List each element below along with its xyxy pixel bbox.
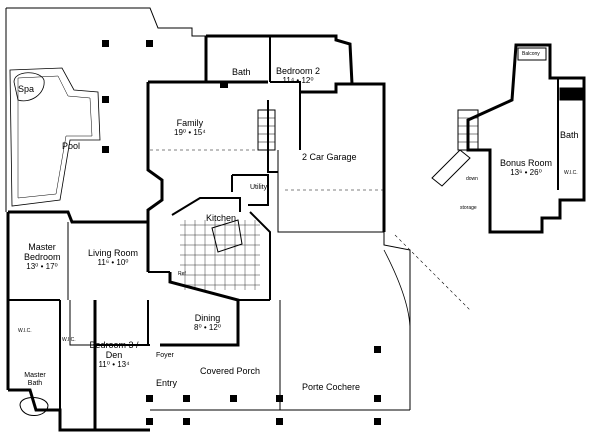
living-room: Living Room 11⁶ • 10⁰ [88,248,138,268]
dining-label: Dining [194,313,221,323]
entry-label: Entry [156,378,178,388]
family-dimensions: 19⁰ • 15⁴ [174,128,206,137]
bonus-room-label: Bonus Room [500,158,553,168]
storage-label: storage [460,205,477,211]
bedroom2-label: Bedroom 2 [276,66,321,76]
family-room: Family 19⁰ • 15⁴ [174,118,206,138]
dining-room: Dining 8⁰ • 12⁰ [194,313,221,333]
master-bath-label: Master Bath [24,372,46,387]
master-bedroom-dimensions: 13⁰ • 17⁰ [26,262,58,271]
family-label: Family [176,118,204,128]
bonus-room: Bonus Room 13⁶ • 26⁰ [500,158,552,178]
bedroom3-room: Bedroom 3 / Den 11⁰ • 13⁴ [86,340,142,370]
porte-cochere-label: Porte Cochere [302,382,361,392]
living-room-label: Living Room [88,248,139,258]
bonus-room-dimensions: 13⁶ • 26⁰ [510,168,542,177]
down-label: down [466,176,478,182]
utility-label: Utility [250,184,268,191]
master-bedroom-room: Master Bedroom 13⁰ • 17⁰ [24,242,61,272]
garage-label: 2 Car Garage [302,152,357,162]
spa-label: Spa [18,84,35,94]
bedroom2-dimensions: 11⁴ • 12⁰ [282,76,314,85]
wic-label-1: W.I.C. [18,328,32,334]
bedroom3-label: Bedroom 3 / Den [89,340,139,360]
ref-label: Ref [178,271,186,277]
pool-label: Pool [62,141,81,151]
bedroom3-dimensions: 11⁰ • 13⁴ [98,360,130,369]
living-room-dimensions: 11⁶ • 10⁰ [97,258,129,267]
bath-bonus-label: Bath [560,130,579,140]
master-bedroom-label: Master Bedroom [24,242,61,262]
kitchen-label: Kitchen [206,213,237,223]
covered-porch-label: Covered Porch [200,366,261,376]
dining-dimensions: 8⁰ • 12⁰ [194,323,222,332]
bath-upper-label: Bath [232,67,251,77]
bedroom2-room: Bedroom 2 11⁴ • 12⁰ [276,66,320,86]
foyer-label: Foyer [156,352,174,359]
balcony-label: Balcony [522,51,540,57]
wic-bonus-label: W.I.C. [564,170,578,176]
wic-label-2: W.I.C. [62,337,76,343]
